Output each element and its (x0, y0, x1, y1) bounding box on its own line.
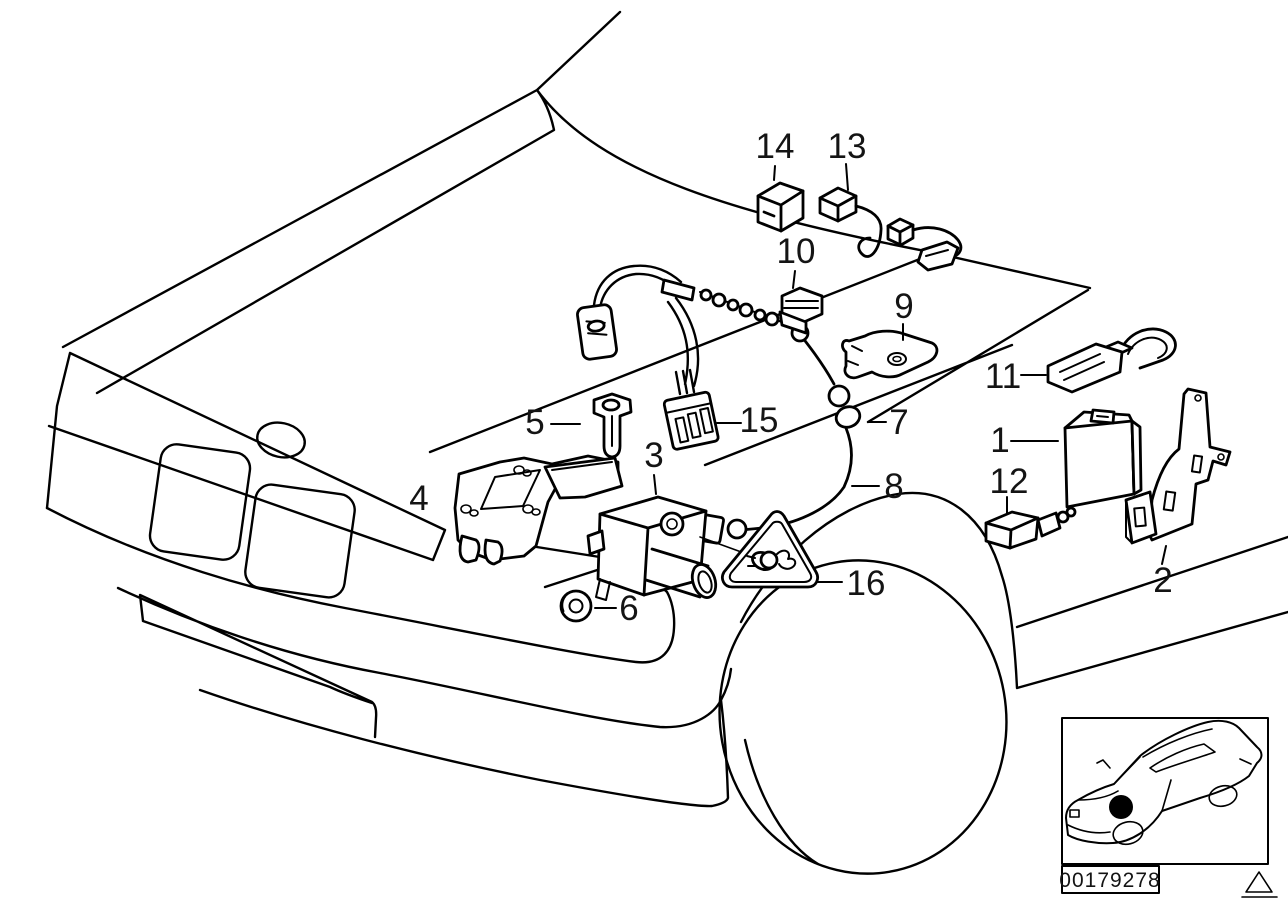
part-3-actuator (586, 495, 718, 601)
callout-14[interactable]: 14 (756, 127, 795, 166)
kidney-grille-left (148, 443, 252, 561)
warning-triangle-inner (728, 520, 813, 583)
part-6-nut (559, 589, 593, 623)
callout-6[interactable]: 6 (619, 589, 638, 628)
callout-12[interactable]: 12 (990, 462, 1029, 501)
part-11-jumper-connector (1046, 327, 1177, 394)
stamp-box (1061, 865, 1160, 894)
part-12-switch (984, 506, 1077, 550)
callouts: 1 2 3 4 5 6 7 8 9 10 11 12 13 14 15 16 (409, 127, 1172, 628)
callout-2[interactable]: 2 (1153, 561, 1172, 600)
stamp-part-number: 00179278 (1059, 869, 1160, 892)
callout-13[interactable]: 13 (828, 127, 867, 166)
part-13-harness (818, 186, 963, 272)
part-10-connector (778, 286, 824, 335)
callout-16[interactable]: 16 (847, 564, 886, 603)
warning-triangle-outer (721, 510, 819, 589)
warning-pointer-line (699, 536, 745, 554)
part-14-relay (756, 181, 805, 233)
cable-junction (660, 278, 696, 302)
part-4-bracket (453, 454, 624, 566)
bumper-lines (45, 506, 733, 808)
callout-8[interactable]: 8 (884, 467, 903, 506)
callout-9[interactable]: 9 (894, 287, 913, 326)
callout-1[interactable]: 1 (990, 421, 1009, 460)
part-1-control-module (1063, 408, 1143, 509)
callout-7[interactable]: 7 (889, 403, 908, 442)
electric-plug-warning-icon (746, 549, 797, 572)
part-9-bracket (841, 329, 939, 380)
cable-end-switch (576, 303, 618, 361)
callout-15[interactable]: 15 (740, 401, 779, 440)
callout-3[interactable]: 3 (644, 436, 663, 475)
callout-5[interactable]: 5 (525, 403, 544, 442)
callout-10[interactable]: 10 (777, 232, 816, 271)
part-16-warning-triangle (699, 510, 819, 589)
footnote-triangle-icon (1241, 871, 1278, 898)
part-number-stamp: 00179278 (1059, 865, 1160, 894)
kidney-grille-right (244, 483, 356, 599)
car-sketch-icon (1065, 719, 1263, 846)
part-15-plug-connector (662, 390, 720, 451)
car-outline (45, 10, 1288, 875)
vacuum-hoses (592, 264, 700, 396)
wheel-arch (739, 491, 1288, 866)
part-5-clip-pin (592, 392, 633, 459)
black-dot-location-marker (1109, 795, 1133, 819)
thumbnail-frame (1061, 717, 1269, 865)
cable-grommet (834, 405, 862, 429)
part-2-bracket (1124, 387, 1232, 545)
front-tire (718, 559, 1008, 875)
locator-thumbnail (1061, 717, 1269, 865)
callout-11[interactable]: 11 (985, 357, 1021, 396)
washer-nozzle (256, 421, 306, 459)
hood-and-pillar-lines (61, 10, 1092, 467)
cable-ball-mid (827, 384, 851, 408)
ball-chain (699, 288, 783, 327)
callout-4[interactable]: 4 (409, 479, 428, 518)
leader-lines (550, 163, 1167, 609)
cable-end-ball (726, 518, 748, 540)
